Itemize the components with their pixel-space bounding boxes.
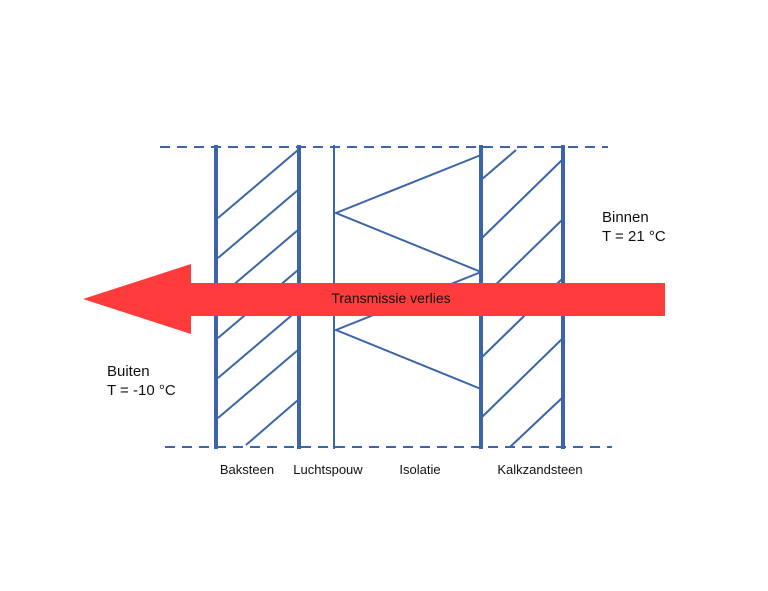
transmissie-arrow <box>83 264 665 334</box>
buiten-title: Buiten <box>107 363 150 380</box>
transmissie-label: Transmissie verlies <box>331 290 450 306</box>
buiten-temperature: T = -10 °C <box>107 382 176 399</box>
isolatie-zigzag <box>333 154 484 390</box>
baksteen-hatch <box>217 149 299 446</box>
layer-label-baksteen: Baksteen <box>220 462 274 477</box>
binnen-title: Binnen <box>602 209 649 226</box>
binnen-temperature: T = 21 °C <box>602 228 666 245</box>
kalkzandsteen-hatch <box>480 149 563 448</box>
layer-label-isolatie: Isolatie <box>399 462 440 477</box>
layer-label-luchtspouw: Luchtspouw <box>293 462 363 477</box>
layer-label-kalkzandsteen: Kalkzandsteen <box>497 462 582 477</box>
